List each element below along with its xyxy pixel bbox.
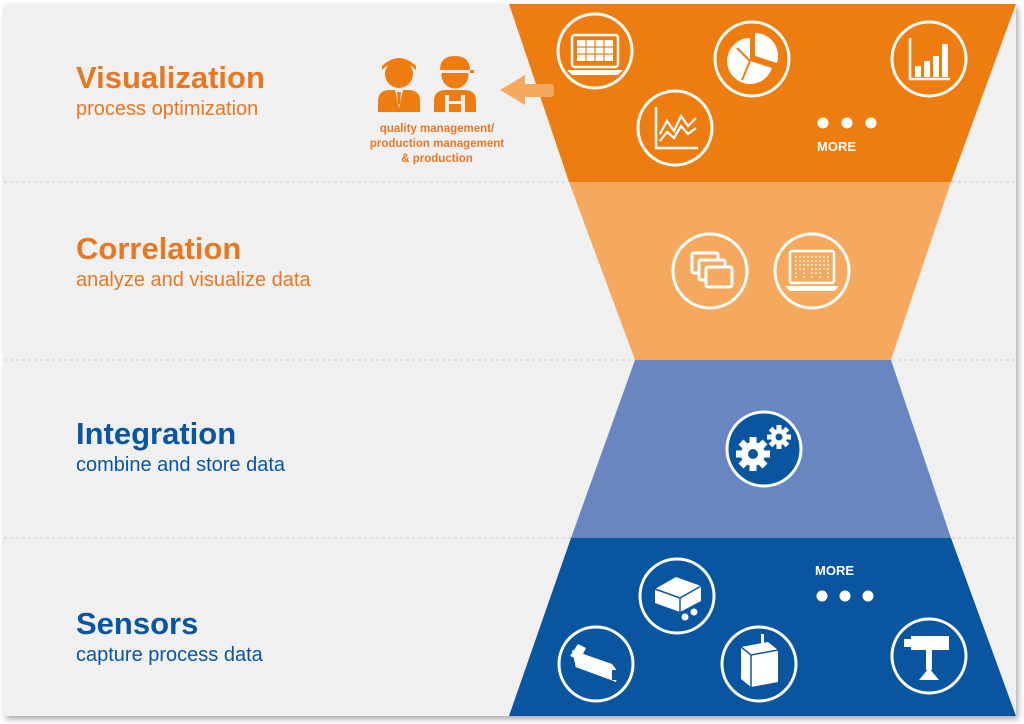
visualization-band — [509, 4, 1016, 182]
roles-caption-line: production management — [369, 138, 505, 150]
pie-chart-icon — [713, 20, 791, 98]
bar-chart-icon — [890, 20, 968, 98]
correlation-band — [569, 182, 951, 360]
more-dots-icon — [817, 117, 877, 129]
layer-subtitle: analyze and visualize data — [76, 269, 311, 291]
sensor-box-icon — [638, 557, 716, 635]
layer-correlation: Correlation analyze and visualize data — [76, 231, 311, 293]
manager-person-icon — [378, 58, 420, 112]
gears-icon — [725, 410, 803, 488]
layer-title: Correlation — [76, 231, 242, 266]
more-label-sensors: MORE — [815, 563, 854, 578]
arrow-left-icon — [500, 75, 554, 105]
data-stream-laptop-icon — [773, 232, 851, 310]
layer-title: Sensors — [76, 606, 199, 641]
camera-sensor-icon — [890, 617, 968, 695]
layer-title: Visualization — [76, 60, 265, 95]
layer-sensors: Sensors capture process data — [76, 606, 263, 668]
more-label-visualization: MORE — [817, 139, 856, 154]
more-dots-icon — [816, 590, 874, 602]
layer-integration: Integration combine and store data — [76, 416, 285, 478]
funnel-diagram — [4, 4, 1016, 716]
roles-caption-line: quality management/ — [379, 123, 495, 135]
diagram-card: Visualization process optimization Corre… — [4, 4, 1016, 716]
layer-subtitle: combine and store data — [76, 454, 286, 476]
worker-person-icon — [434, 56, 476, 112]
line-chart-icon — [636, 89, 714, 167]
laser-scanner-icon — [557, 625, 635, 703]
roles-caption: quality management/ production managemen… — [352, 122, 522, 167]
spreadsheet-monitor-icon — [556, 12, 634, 90]
layer-title: Integration — [76, 416, 237, 451]
layer-visualization: Visualization process optimization — [76, 60, 265, 122]
roles-caption-line: & production — [401, 153, 473, 165]
stacked-windows-icon — [671, 232, 749, 310]
cube-sensor-icon — [720, 625, 798, 703]
layer-subtitle: capture process data — [76, 644, 263, 666]
layer-subtitle: process optimization — [76, 98, 259, 120]
